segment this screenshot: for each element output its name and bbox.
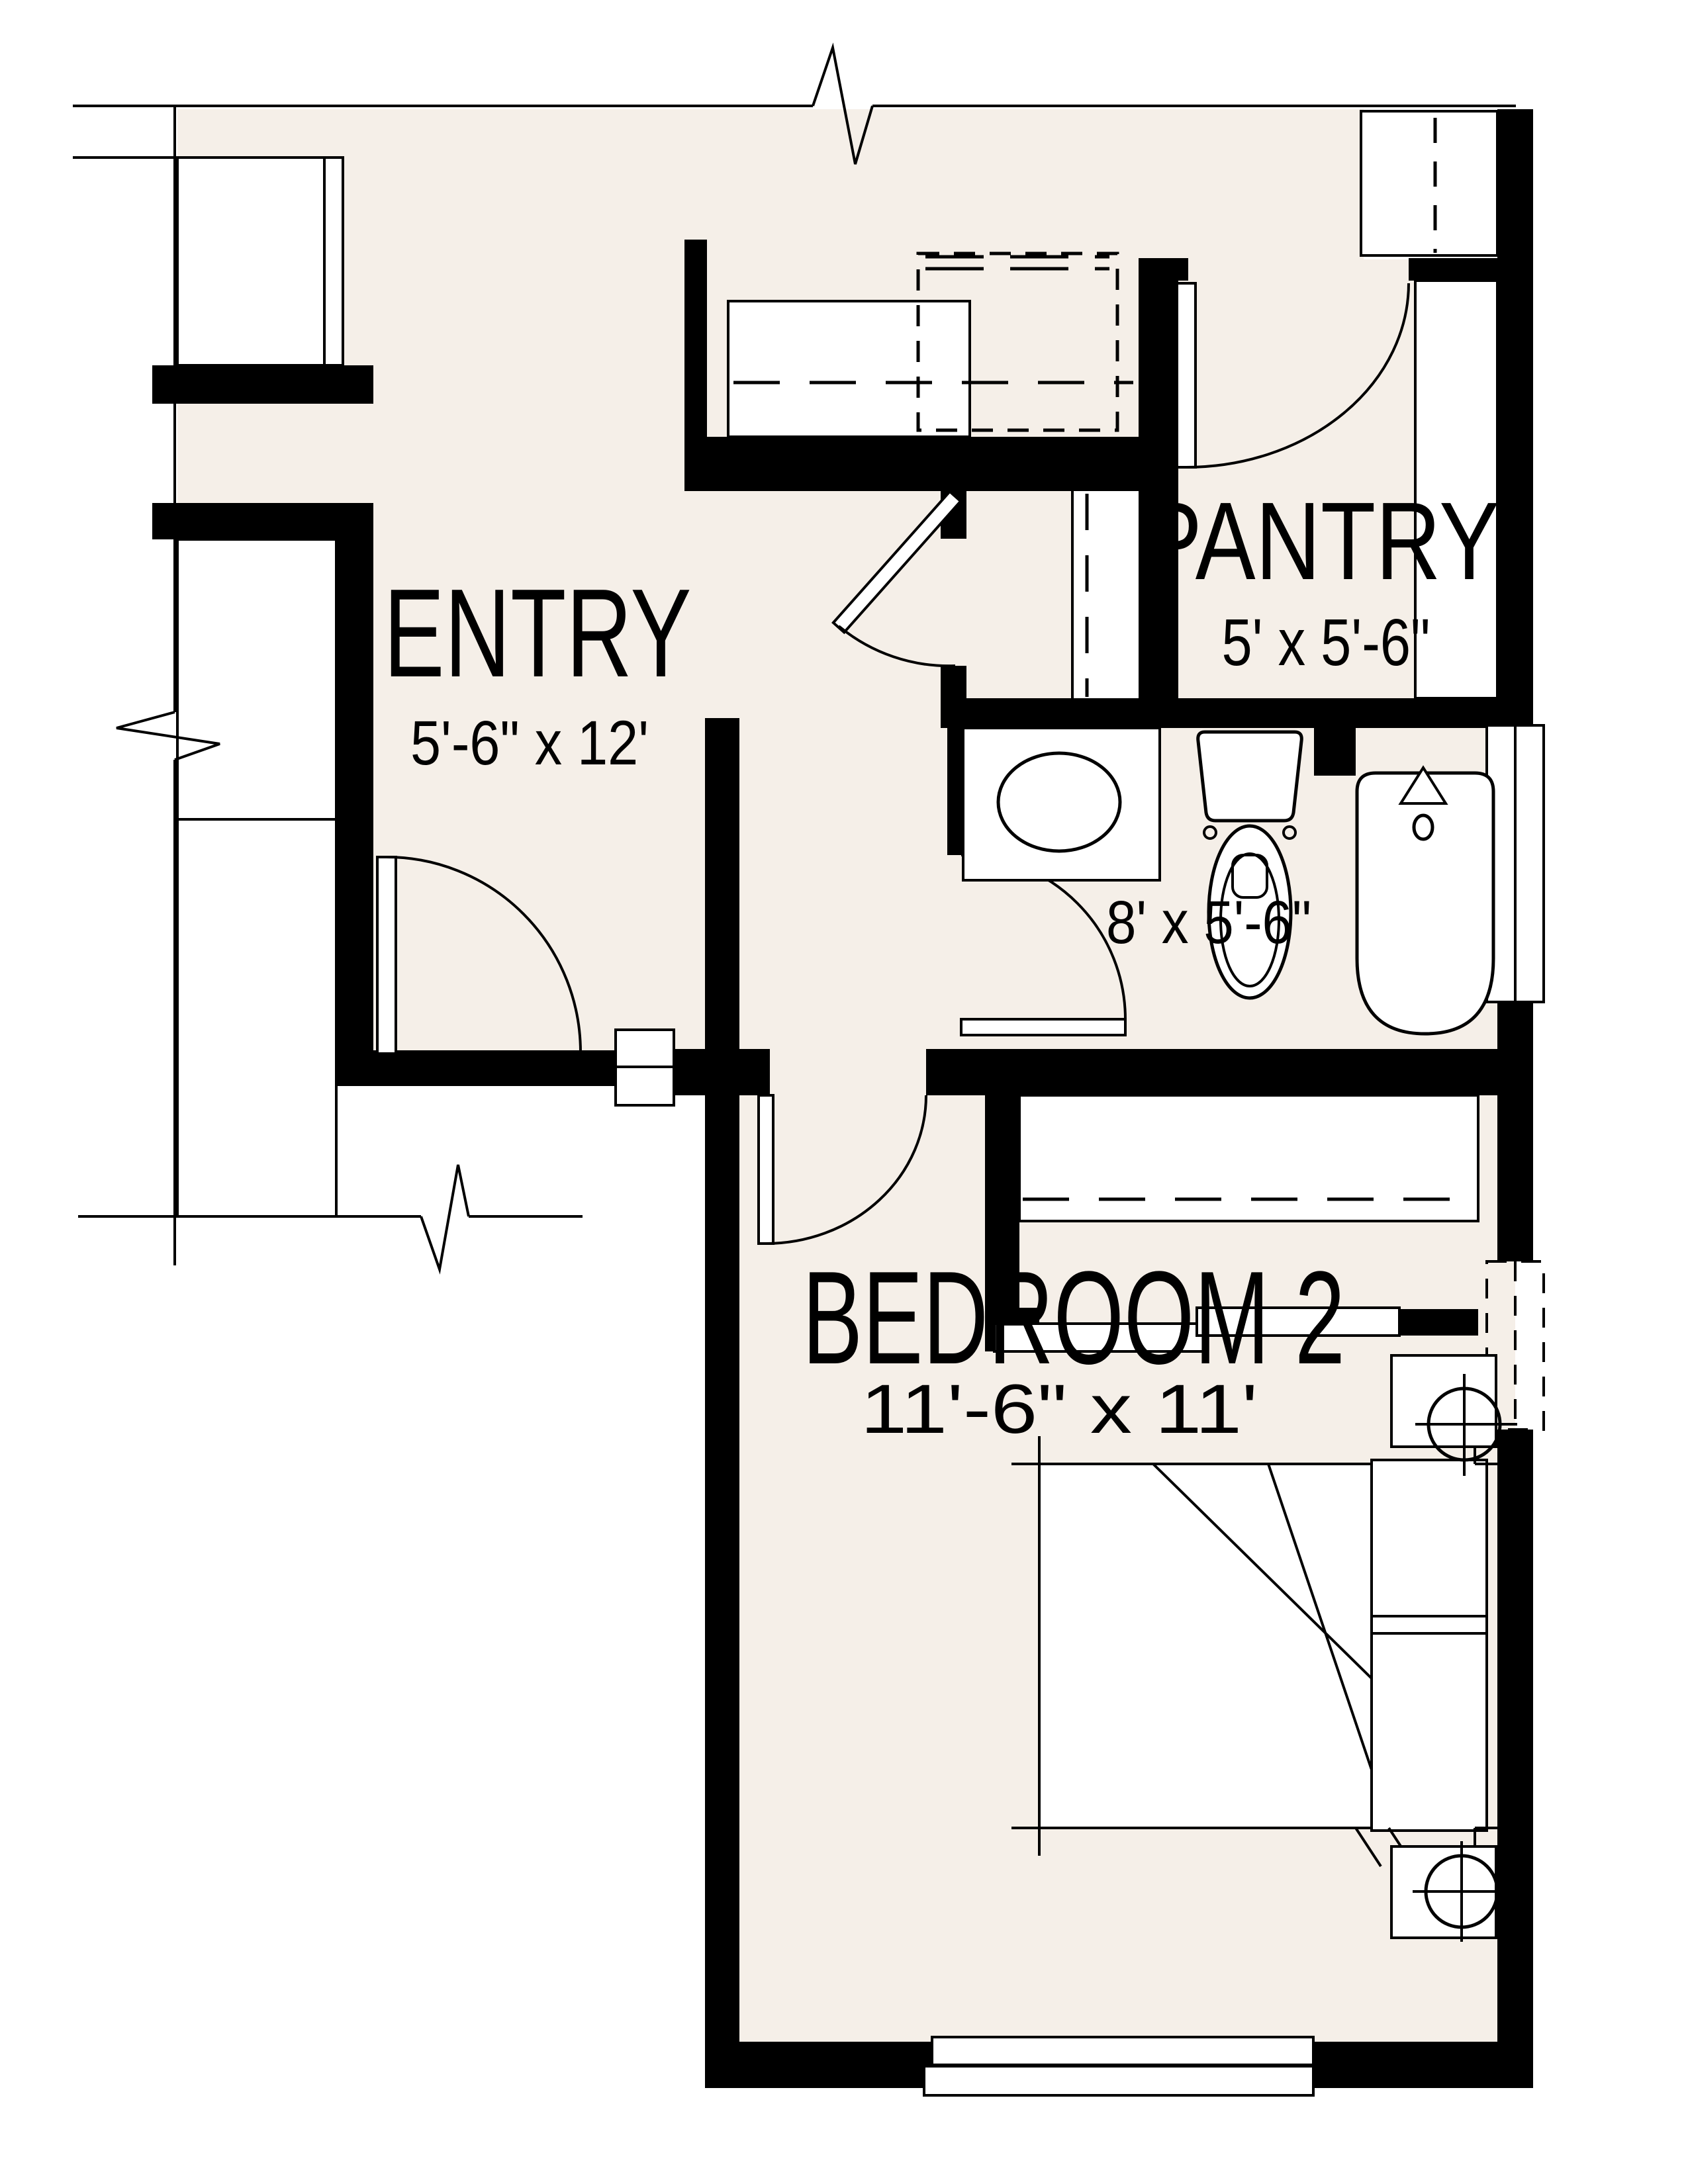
bedroom-bottom-window-pane-2 xyxy=(923,2065,1315,2097)
bed-cover-fold-line-2 xyxy=(1267,1463,1373,1770)
wall-entry-closet-bottom xyxy=(684,437,1139,491)
bathtub-faucet-icon xyxy=(1398,765,1448,805)
bed-headboard xyxy=(1370,1459,1488,1832)
sink xyxy=(996,751,1122,853)
windows xyxy=(614,724,1545,2097)
toilet-bolt-left xyxy=(1203,825,1217,840)
wall-hall-door-jamb-bottom xyxy=(941,666,966,702)
wall-bathroom-top xyxy=(941,698,1497,728)
lamp-bottom xyxy=(1424,1854,1499,1929)
wall-pantry-left xyxy=(1139,258,1178,700)
closet-sliding-door-left xyxy=(993,1322,1207,1353)
bedroom2-size-label: 11'-6" x 11' xyxy=(861,1371,1258,1448)
bed-cover-fold-line-1 xyxy=(1152,1463,1373,1680)
break-symbol-left xyxy=(116,711,220,761)
closets xyxy=(727,251,1479,1222)
bedroom-side-window-dashed xyxy=(1485,1260,1545,1431)
bathtub xyxy=(1355,771,1495,1036)
wall-tub-stub xyxy=(1314,728,1356,776)
bathroom-fixtures xyxy=(962,727,1495,1036)
pantry-floor xyxy=(1178,259,1415,700)
wall-left-bar-1 xyxy=(152,365,373,404)
hall-side-chase xyxy=(1072,491,1139,698)
bathroom-door-leaf xyxy=(960,1018,1127,1036)
toilet-bolt-right xyxy=(1282,825,1297,840)
wall-left-bar-2 xyxy=(152,503,373,539)
wall-right-middle xyxy=(1497,1002,1533,1261)
bedroom-bottom-window-pane-1 xyxy=(931,2036,1315,2066)
wall-entry-bottom-left xyxy=(337,1050,622,1086)
wall-bath-bottom-right xyxy=(926,1049,1497,1095)
pantry-size-label: 5' x 5'-6" xyxy=(1222,606,1430,680)
pantry-door-swing-arc xyxy=(1186,283,1410,469)
appliance-space-dashed xyxy=(916,251,1119,432)
bedroom-furniture xyxy=(1011,1354,1517,1942)
bedroom-side-window-outer-fill xyxy=(1515,1261,1544,1430)
pantry-label: PANTRY xyxy=(1142,480,1499,603)
adjacent-space-left-upper xyxy=(176,538,338,821)
adjacent-space-left-lower xyxy=(176,818,338,1218)
bathtub-drain-icon xyxy=(1412,813,1434,841)
entry-door-leaf xyxy=(376,856,397,1055)
lamp-top xyxy=(1427,1387,1502,1462)
wall-pantry-top-right xyxy=(1409,258,1497,281)
break-symbol-top xyxy=(812,42,874,165)
nightstand-top xyxy=(1390,1354,1497,1448)
bedroom-door-leaf xyxy=(757,1094,774,1245)
toilet-tank xyxy=(1196,730,1303,823)
entry-closet-box xyxy=(727,300,971,438)
wall-right-upper xyxy=(1497,109,1533,725)
wall-bedroom-left xyxy=(705,718,739,2088)
closet-sliding-door-right xyxy=(1196,1306,1401,1337)
break-lines xyxy=(73,42,1516,1275)
bed-foot-tick-1 xyxy=(1354,1827,1382,1868)
pantry-door-leaf xyxy=(1176,282,1197,469)
hall-door-swing-arc xyxy=(837,625,956,668)
entry-label: ENTRY xyxy=(384,563,692,704)
bedroom2-label: BEDROOM 2 xyxy=(802,1244,1345,1392)
entry-door-swing-arc xyxy=(386,856,582,1053)
toilet-bowl xyxy=(1207,824,1293,1000)
bathroom-size-label: 8' x 5'-6" xyxy=(1106,889,1311,956)
toilet-flush xyxy=(1231,854,1268,899)
labels: ENTRY 5'-6" x 12' PANTRY 5' x 5'-6" 8' x… xyxy=(384,480,1500,1448)
adjacent-closet-top-left xyxy=(176,156,344,367)
upper-closet-top-right xyxy=(1360,110,1499,257)
wall-pantry-top-left-stub xyxy=(1139,258,1188,281)
wall-entry-left xyxy=(336,539,373,1086)
bedroom-door-swing-arc xyxy=(765,1095,927,1245)
bedroom-closet-box xyxy=(1018,1094,1479,1222)
doors xyxy=(376,282,1410,1353)
break-symbol-bottom xyxy=(420,1164,470,1275)
adjacent-spaces xyxy=(176,110,1499,1218)
wall-right-lower xyxy=(1497,1430,1533,2088)
entry-size-label: 5'-6" x 12' xyxy=(410,708,649,778)
